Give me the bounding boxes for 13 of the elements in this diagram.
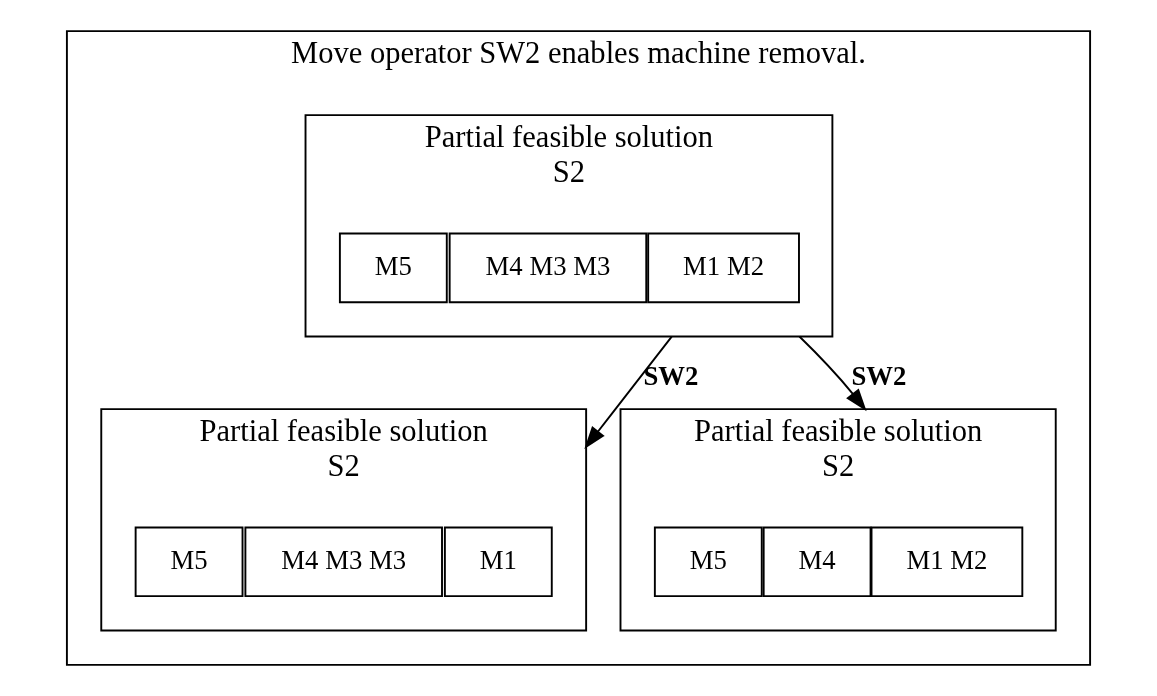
node-box: M4 bbox=[762, 526, 872, 598]
edge-label: SW2 bbox=[643, 360, 699, 391]
node-box: M5 bbox=[134, 526, 244, 598]
arrow bbox=[584, 335, 673, 450]
node-box: M1 M2 bbox=[647, 232, 800, 304]
arrow bbox=[798, 335, 867, 412]
node-box: M5 bbox=[338, 232, 448, 304]
node-box: M4 M3 M3 bbox=[448, 232, 648, 304]
node-box: M5 bbox=[653, 526, 763, 598]
node-box: M1 M2 bbox=[870, 526, 1024, 598]
edge-label: SW2 bbox=[851, 360, 907, 391]
node-box: M1 bbox=[443, 526, 553, 598]
node-box: M4 M3 M3 bbox=[244, 526, 443, 598]
